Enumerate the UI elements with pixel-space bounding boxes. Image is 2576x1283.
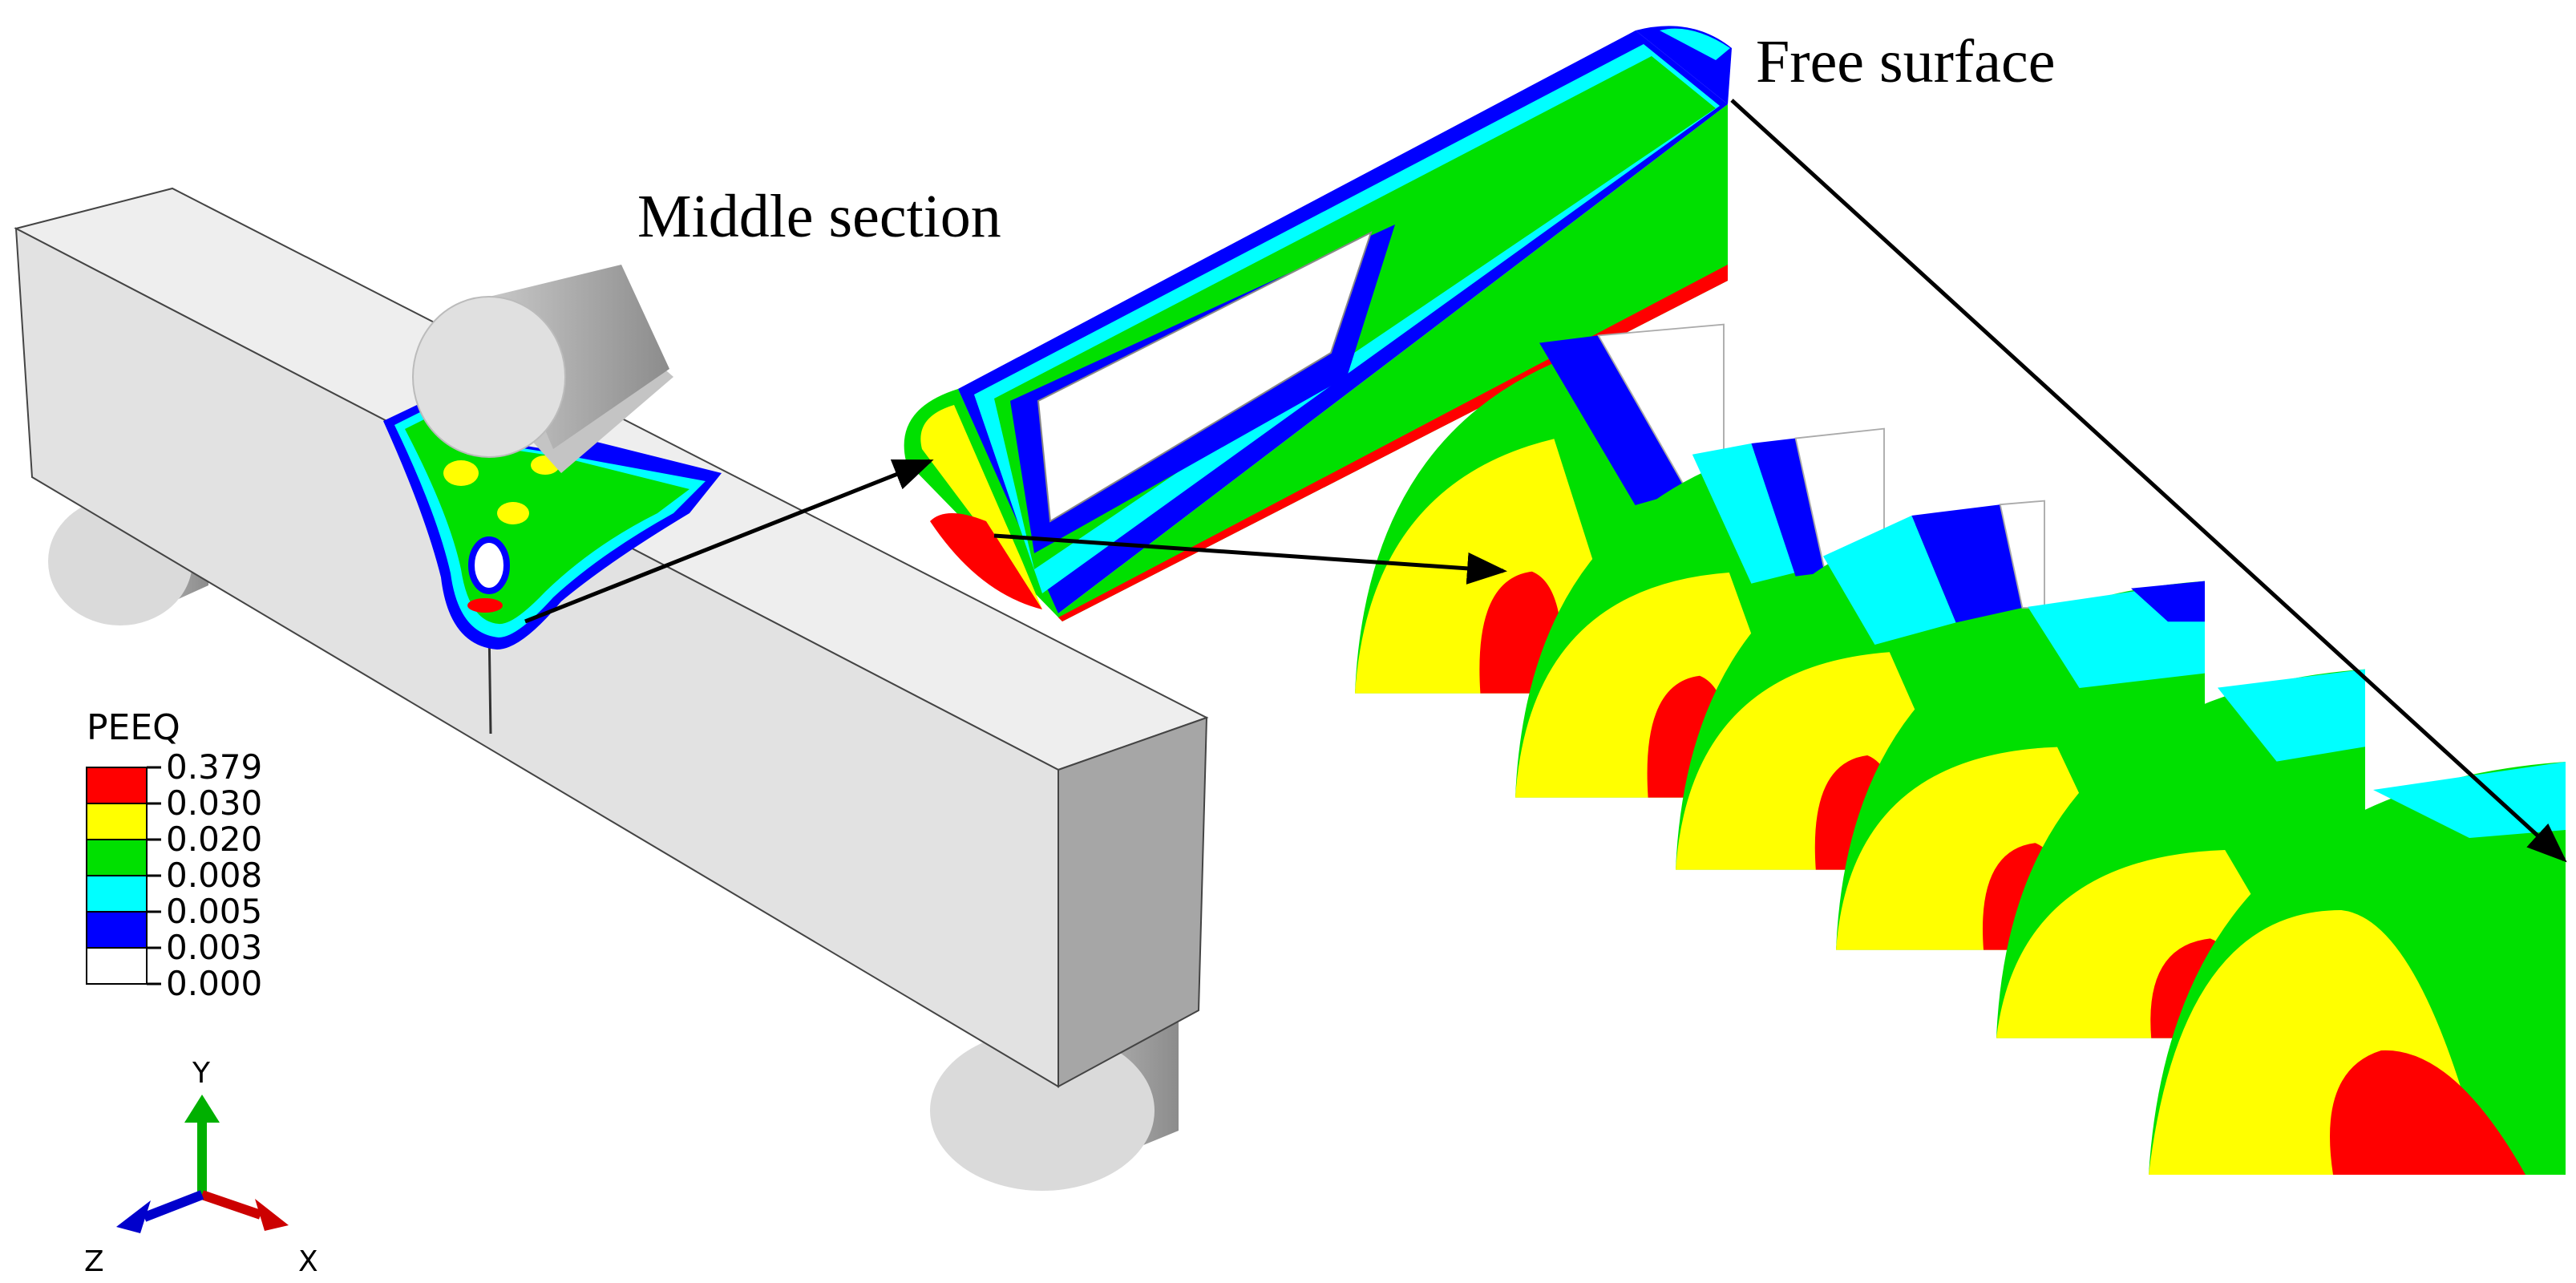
legend-swatch (86, 803, 148, 840)
label-free-surface: Free surface (1756, 28, 2055, 95)
axis-z-label: Z (84, 1245, 104, 1278)
legend-value-label: 0.379 (166, 747, 262, 787)
middle-section-model (904, 26, 1732, 621)
contour-red-core (467, 598, 503, 613)
legend-title: PEEQ (87, 707, 180, 748)
legend-swatch (86, 947, 148, 985)
legend-swatches (86, 767, 148, 985)
arrows (524, 99, 2567, 863)
legend-swatch (86, 767, 148, 804)
beam-end-face (1057, 716, 1208, 1088)
white-region (1037, 231, 1373, 523)
contour-yellow-spot (497, 502, 529, 524)
axis-triad: Y Z X (84, 1057, 318, 1278)
arrow-section-to-slices (993, 533, 1507, 585)
label-middle-section: Middle section (637, 183, 1001, 250)
slices (1355, 323, 2566, 1175)
loading-roller (412, 265, 673, 473)
axis-y-label: Y (192, 1057, 211, 1090)
legend-value-label: 0.003 (166, 928, 262, 967)
legend-swatch (86, 911, 148, 949)
legend-value-label: 0.005 (166, 892, 262, 931)
legend-value-label: 0.008 (166, 856, 262, 895)
legend-swatch (86, 875, 148, 913)
contour-yellow-spot (443, 460, 479, 486)
arrow-beam-to-section (524, 459, 934, 624)
beam-mid-contour (383, 405, 722, 650)
legend-value-label: 0.020 (166, 820, 262, 859)
arrow-free-surface (1730, 99, 2567, 863)
legend-value-label: 0.030 (166, 783, 262, 823)
axis-x-label: X (298, 1245, 318, 1278)
legend-swatch (86, 839, 148, 876)
legend-value-label: 0.000 (166, 964, 262, 1003)
contour-white-hole (468, 536, 510, 594)
cross-section-slice (2149, 762, 2566, 1175)
